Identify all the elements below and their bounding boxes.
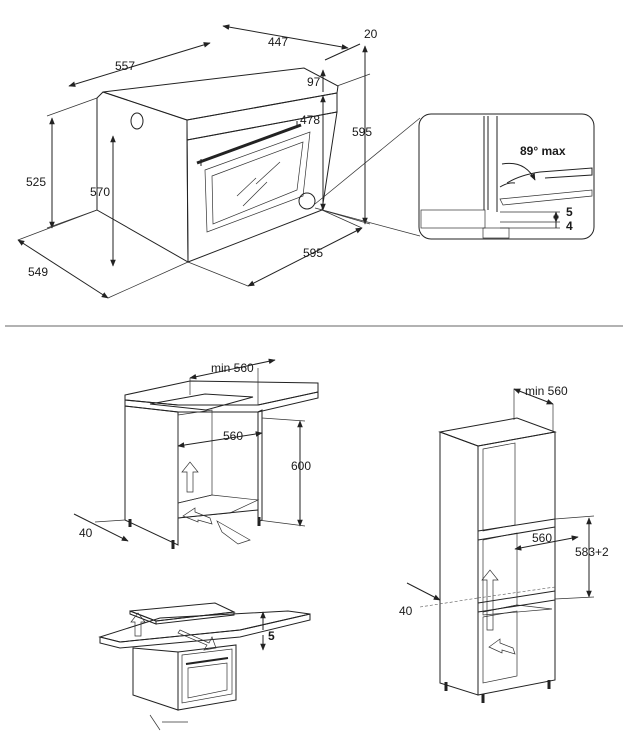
col-min-width: min 560 (525, 384, 568, 398)
uc-side-gap: 40 (79, 526, 93, 540)
col-niche-width: 560 (532, 531, 552, 545)
under-counter-install: min 560 560 600 40 (73, 358, 319, 549)
hob-gap: 5 (268, 629, 275, 643)
dim-top-width: 447 (268, 35, 288, 49)
door-detail-callout: 89° max 5 4 (418, 113, 595, 240)
dim-base-depth: 549 (28, 265, 48, 279)
uc-min-width: min 560 (211, 361, 254, 375)
dim-front-width: 595 (303, 246, 323, 260)
dim-inner-height: 570 (90, 185, 110, 199)
dim-door-height: 478 (300, 113, 320, 127)
detail-dim-5: 5 (566, 205, 573, 219)
oven-body (96, 67, 339, 263)
detail-leader-top (314, 117, 421, 205)
uc-niche-width: 560 (223, 429, 243, 443)
dim-side-depth: 557 (115, 59, 135, 73)
dim-total-height: 595 (352, 125, 372, 139)
uc-niche-height: 600 (291, 459, 311, 473)
col-side-gap: 40 (399, 604, 413, 618)
dim-front-gap: 20 (364, 27, 378, 41)
col-niche-height: 583+2 (575, 545, 609, 559)
column-install: min 560 560 583+2 40 (399, 384, 609, 703)
hob-oven-install: 5 (98, 602, 311, 731)
detail-leader-bottom (314, 207, 421, 237)
oven-dimension-view: 447 20 557 97 478 595 525 570 549 595 (17, 24, 378, 299)
dim-handle-offset: 97 (307, 75, 321, 89)
oven-dimension-lines (17, 24, 371, 299)
detail-door-angle: 89° max (520, 144, 566, 158)
dim-body-height: 525 (26, 175, 46, 189)
detail-dim-4: 4 (566, 219, 573, 233)
